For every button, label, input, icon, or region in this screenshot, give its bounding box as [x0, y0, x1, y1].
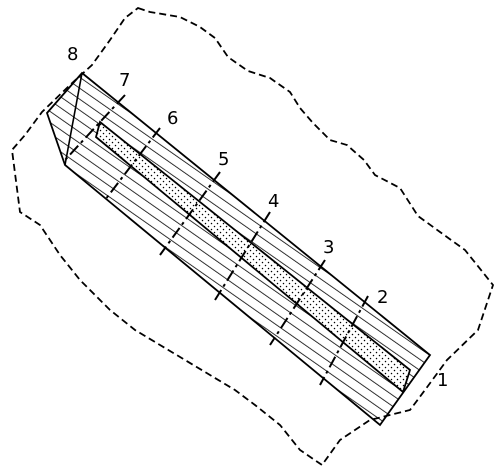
section-divider-6	[64, 94, 126, 161]
section-label-8: 8	[67, 44, 78, 65]
section-divider-3	[214, 211, 271, 301]
corner-edge-line	[64, 72, 83, 166]
section-divider-2	[269, 259, 326, 346]
section-label-7: 7	[119, 70, 130, 91]
section-divider-5	[104, 127, 161, 201]
section-label-6: 6	[167, 108, 178, 129]
section-label-5: 5	[218, 149, 229, 170]
section-divider-4	[159, 171, 221, 256]
section-label-4: 4	[268, 191, 279, 212]
outer-dashed-boundary	[11, 6, 495, 467]
stippled-inner-fill	[96, 122, 410, 392]
section-divider-1	[319, 295, 369, 386]
section-label-3: 3	[323, 237, 334, 258]
section-dividers	[64, 94, 369, 386]
section-label-2: 2	[377, 287, 388, 308]
section-labels: 1 2 3 4 5 6 7 8	[67, 44, 448, 391]
section-label-1: 1	[437, 370, 448, 391]
